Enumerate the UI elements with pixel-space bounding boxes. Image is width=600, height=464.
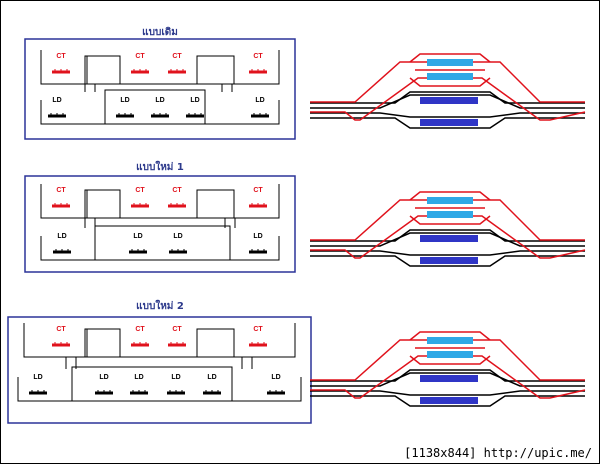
ld-platform-block — [420, 119, 478, 126]
lower-floor — [40, 236, 280, 261]
ld-platform-label: LD — [271, 374, 280, 381]
ld-platform-label: LD — [253, 233, 262, 240]
lower-floor — [17, 377, 302, 402]
ld-platform-label: LD — [57, 233, 66, 240]
ct-platform-label: CT — [56, 326, 66, 333]
section-box — [24, 175, 296, 273]
upper-roof-left — [84, 55, 121, 84]
black-track — [310, 372, 585, 387]
ct-platform-label: CT — [172, 326, 182, 333]
upper-roof-left — [84, 328, 121, 357]
red-track — [310, 199, 585, 241]
ct-platform-label: CT — [253, 326, 263, 333]
ct-platform-block — [427, 337, 473, 344]
black-track — [310, 255, 585, 267]
section-title-new-2: แบบใหม่ 2 — [136, 301, 184, 312]
red-track — [409, 355, 491, 365]
ct-platform-block — [427, 351, 473, 358]
black-track — [310, 229, 585, 242]
ld-platform-label: LD — [52, 97, 61, 104]
ld-platform-block — [420, 257, 478, 264]
ct-platform-label: CT — [253, 53, 263, 60]
lower-roof — [71, 366, 233, 401]
ct-platform-label: CT — [253, 187, 263, 194]
upper-roof-right — [196, 328, 235, 357]
lower-roof — [104, 89, 206, 124]
red-track — [409, 53, 491, 63]
section-title-new-1: แบบใหม่ 1 — [136, 162, 184, 173]
ld-platform-block — [420, 235, 478, 242]
ld-platform-label: LD — [171, 374, 180, 381]
ct-platform-label: CT — [172, 53, 182, 60]
lower-roof — [94, 225, 231, 260]
black-track — [310, 91, 585, 104]
red-track — [310, 339, 585, 381]
upper-wall — [40, 56, 88, 85]
upper-wall — [40, 190, 88, 219]
black-track — [310, 117, 585, 129]
ct-platform-label: CT — [135, 326, 145, 333]
black-track — [310, 369, 585, 382]
red-track — [310, 215, 586, 259]
upper-roof-right — [196, 189, 235, 218]
ld-platform-label: LD — [133, 233, 142, 240]
ct-platform-label: CT — [135, 53, 145, 60]
ct-platform-label: CT — [56, 53, 66, 60]
ld-platform-block — [420, 397, 478, 404]
black-track — [310, 395, 585, 407]
ld-platform-label: LD — [120, 97, 129, 104]
image-credit: [1138x844] http://upic.me/ — [402, 446, 594, 460]
ct-platform-block — [427, 211, 473, 218]
red-track — [310, 355, 586, 399]
ld-platform-label: LD — [173, 233, 182, 240]
ld-platform-label: LD — [155, 97, 164, 104]
ct-platform-label: CT — [172, 187, 182, 194]
upper-roof-right — [196, 55, 235, 84]
ld-platform-label: LD — [134, 374, 143, 381]
ct-platform-label: CT — [56, 187, 66, 194]
section-title-original: แบบเดิม — [142, 27, 178, 38]
ld-platform-label: LD — [255, 97, 264, 104]
section-box — [24, 38, 296, 140]
red-track — [409, 215, 491, 225]
ct-platform-label: CT — [135, 187, 145, 194]
ld-platform-label: LD — [207, 374, 216, 381]
red-track — [310, 77, 586, 121]
black-track — [310, 94, 585, 109]
ct-platform-block — [427, 197, 473, 204]
red-track — [310, 61, 585, 103]
section-box — [7, 316, 312, 424]
upper-floor — [40, 184, 280, 219]
red-track — [409, 77, 491, 87]
lower-floor — [40, 100, 280, 125]
upper-floor — [23, 323, 296, 358]
ld-platform-label: LD — [33, 374, 42, 381]
ld-platform-block — [420, 375, 478, 382]
ct-platform-block — [427, 73, 473, 80]
black-track — [310, 232, 585, 247]
ld-platform-label: LD — [99, 374, 108, 381]
ld-platform-label: LD — [190, 97, 199, 104]
ct-platform-block — [427, 59, 473, 66]
upper-roof-left — [84, 189, 121, 218]
red-track — [409, 191, 491, 201]
ld-platform-block — [420, 97, 478, 104]
upper-floor — [40, 50, 280, 85]
red-track — [409, 331, 491, 341]
